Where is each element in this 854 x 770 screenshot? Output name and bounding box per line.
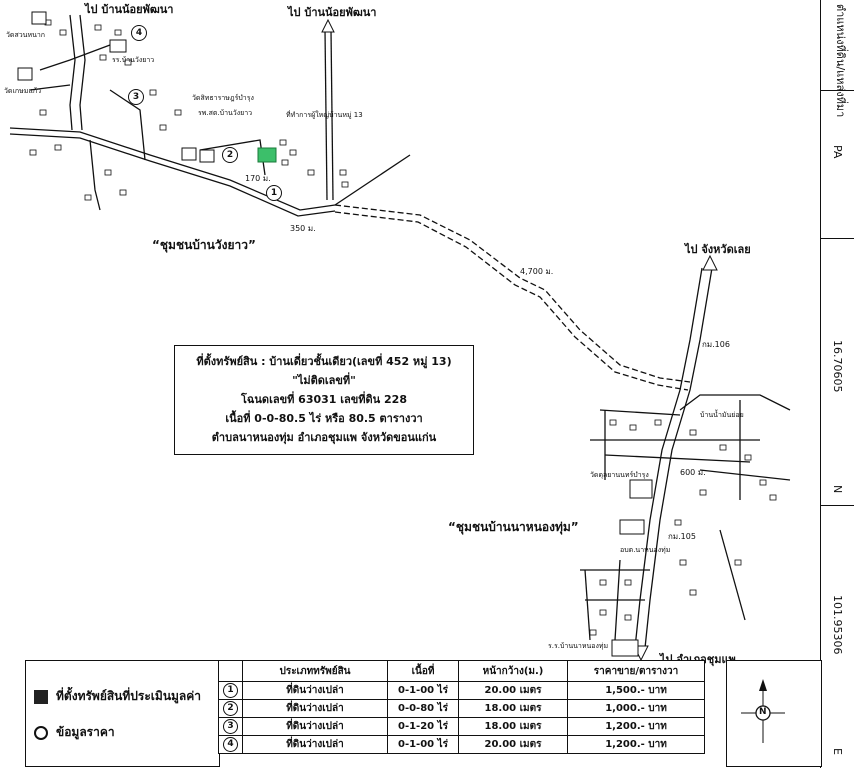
row-number: 3	[223, 719, 238, 734]
info-line-address: ที่ตั้งทรัพย์สิน : บ้านเดี่ยวชั้นเดียว(เ…	[196, 355, 452, 368]
row-number: 2	[223, 701, 238, 716]
legend: ที่ตั้งทรัพย์สินที่ประเมินมูลค่า ข้อมูลร…	[25, 660, 220, 767]
table-header-area: เนื้อที่	[387, 660, 459, 682]
road-label-right: ไป จังหวัดเลย	[685, 243, 751, 256]
table-header-type: ประเภททรัพย์สิน	[242, 660, 388, 682]
side-panel: ตำแหน่งที่ดิน/แหล่งที่มา PA 16.70605 N 1…	[820, 0, 854, 768]
place-hospital: รพ.สต.บ้านวังยาว	[198, 109, 253, 117]
place-school-south: ร.ร.บ้านนาหนองทุ่ม	[548, 642, 609, 650]
cell-frontage: 20.00 เมตร	[458, 681, 568, 700]
cell-price: 1,200.- บาท	[567, 717, 705, 736]
comparable-price-table: ประเภททรัพย์สิน เนื้อที่ หน้ากว้าง(ม.) ร…	[218, 660, 705, 754]
side-e-label: E	[831, 748, 844, 755]
distance-label-4700: 4,700 ม.	[520, 267, 554, 276]
cell-type: ที่ดินว่างเปล่า	[242, 681, 388, 700]
side-latitude: 16.70605	[831, 340, 844, 393]
comparable-marker-3[interactable]: 3	[128, 89, 144, 105]
road-highway	[644, 267, 713, 649]
table-row: 1 ที่ดินว่างเปล่า 0-1-00 ไร่ 20.00 เมตร …	[218, 681, 705, 700]
subject-square-icon	[34, 689, 48, 704]
side-longitude: 101.95306	[831, 595, 844, 655]
road-north	[324, 29, 328, 201]
compass-rose-icon	[741, 679, 785, 743]
legend-comparable: ข้อมูลราคา	[34, 723, 115, 742]
row-number: 4	[223, 737, 238, 752]
cell-frontage: 20.00 เมตร	[458, 735, 568, 754]
property-info-box: ที่ตั้งทรัพย์สิน : บ้านเดี่ยวชั้นเดียว(เ…	[174, 345, 474, 455]
place-wat-kaeo: วัดเกษมแก้ว	[4, 87, 42, 95]
info-line-note: "ไม่ติดเลขที่"	[292, 374, 356, 387]
side-n-label: N	[831, 485, 844, 494]
side-pa-label: PA	[831, 145, 844, 159]
place-subject-label: ที่ทำการผู้ใหญ่บ้านหมู่ 13	[286, 111, 363, 119]
place-school-wangyao: รร.บ้านวังยาว	[112, 56, 155, 64]
cell-type: ที่ดินว่างเปล่า	[242, 717, 388, 736]
distance-label-600: 600 ม.	[680, 468, 706, 477]
place-ban-nam: บ้านน้ำมันย่อย	[700, 411, 744, 419]
table-row: 4 ที่ดินว่างเปล่า 0-1-00 ไร่ 20.00 เมตร …	[218, 735, 705, 754]
comparable-circle-icon	[34, 725, 48, 740]
road-wangyao	[9, 127, 336, 211]
place-wat-sitha: วัดสิทธาราษฎร์บำรุง	[192, 94, 254, 102]
subject-parcel	[257, 147, 277, 163]
cell-area: 0-1-20 ไร่	[387, 717, 459, 736]
community-label-south: “ชุมชนบ้านนาหนองทุ่ม”	[448, 520, 579, 534]
info-line-area: เนื้อที่ 0-0-80.5 ไร่ หรือ 80.5 ตารางวา	[225, 412, 423, 425]
km-marker-106: กม.106	[702, 340, 730, 349]
table-header-no	[218, 660, 243, 682]
place-office-south: อบต.นาหนองทุ่ม	[620, 546, 671, 554]
comparable-marker-1[interactable]: 1	[266, 185, 282, 201]
row-number: 1	[223, 683, 238, 698]
distance-label-350: 350 ม.	[290, 224, 316, 233]
info-line-location: ตำบลนาหนองทุ่ม อำเภอชุมแพ จังหวัดขอนแก่น	[211, 431, 437, 444]
cell-price: 1,200.- บาท	[567, 735, 705, 754]
cell-type: ที่ดินว่างเปล่า	[242, 735, 388, 754]
cell-price: 1,500.- บาท	[567, 681, 705, 700]
road-label-top: ไป บ้านน้อยพัฒนา	[288, 6, 377, 19]
place-wat-south: วัดดุลยานนทร์บำรุง	[590, 471, 649, 479]
community-label-west: “ชุมชนบ้านวังยาว”	[152, 238, 256, 252]
cell-area: 0-1-00 ไร่	[387, 681, 459, 700]
cell-frontage: 18.00 เมตร	[458, 699, 568, 718]
table-row: 2 ที่ดินว่างเปล่า 0-0-80 ไร่ 18.00 เมตร …	[218, 699, 705, 718]
compass-north-letter: N	[759, 707, 767, 717]
landmark-icons	[17, 11, 653, 657]
table-header-row: ประเภททรัพย์สิน เนื้อที่ หน้ากว้าง(ม.) ร…	[218, 660, 705, 682]
cell-frontage: 18.00 เมตร	[458, 717, 568, 736]
comparable-marker-4[interactable]: 4	[131, 25, 147, 41]
table-header-frontage: หน้ากว้าง(ม.)	[458, 660, 568, 682]
side-title: ตำแหน่งที่ดิน/แหล่งที่มา	[834, 4, 847, 118]
cell-area: 0-0-80 ไร่	[387, 699, 459, 718]
compass-box: N	[726, 660, 822, 767]
km-marker-105: กม.105	[668, 532, 696, 541]
cell-price: 1,000.- บาท	[567, 699, 705, 718]
road-label-top-left: ไป บ้านน้อยพัฒนา	[85, 3, 174, 16]
distance-label-170: 170 ม.	[245, 174, 271, 183]
road-connector	[334, 204, 691, 383]
cell-type: ที่ดินว่างเปล่า	[242, 699, 388, 718]
table-header-price: ราคาขาย/ตารางวา	[567, 660, 705, 682]
place-wat-suan-nak: วัดสวนหนาก	[6, 31, 46, 39]
info-line-deed: โฉนดเลขที่ 63031 เลขที่ดิน 228	[241, 393, 407, 406]
comparable-marker-2[interactable]: 2	[222, 147, 238, 163]
table-row: 3 ที่ดินว่างเปล่า 0-1-20 ไร่ 18.00 เมตร …	[218, 717, 705, 736]
legend-subject: ที่ตั้งทรัพย์สินที่ประเมินมูลค่า	[34, 687, 201, 706]
cell-area: 0-1-00 ไร่	[387, 735, 459, 754]
houses	[29, 19, 777, 636]
